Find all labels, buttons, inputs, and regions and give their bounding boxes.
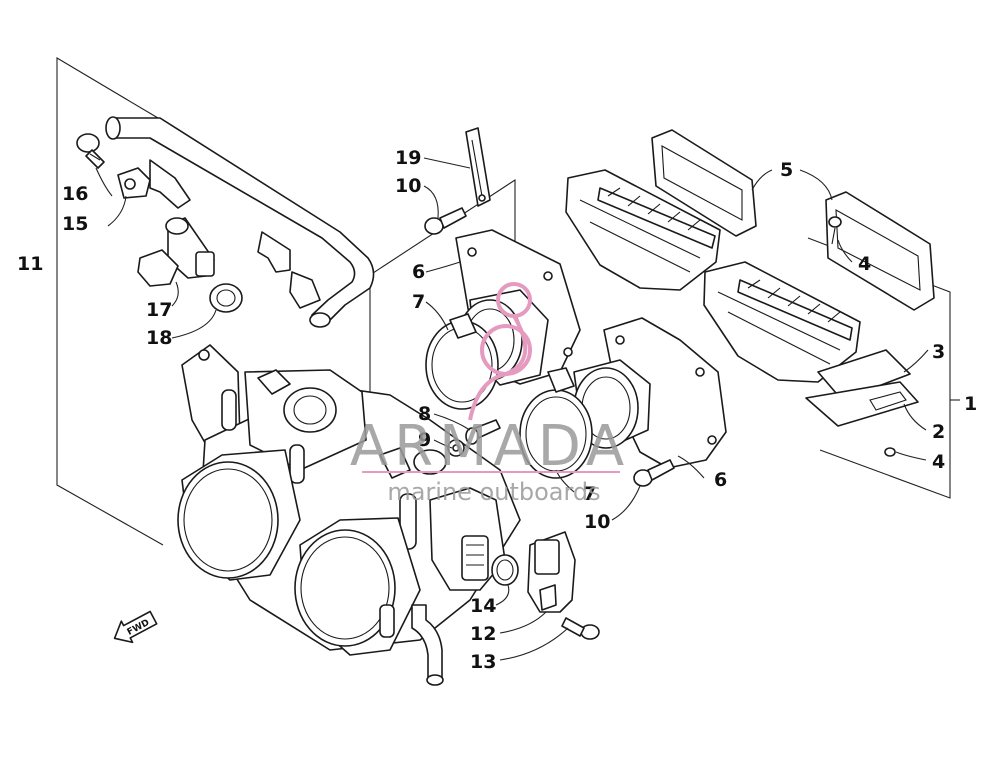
- gasket-5-lower: [825, 191, 935, 311]
- callout-labels: 16 15 11 17 18 19 10 6 7 8 9 7 10 6 5 4 …: [17, 147, 977, 673]
- callout-14: 14: [470, 595, 496, 617]
- callout-4-lower: 4: [932, 451, 945, 473]
- bolt-10-lower: [633, 459, 675, 487]
- callout-6-lower: 6: [714, 469, 727, 491]
- o-ring-14: [491, 554, 519, 586]
- sensor-12: [527, 531, 576, 613]
- boot-6-lower: [573, 317, 727, 469]
- callout-16: 16: [62, 183, 88, 205]
- bolt-13: [561, 617, 600, 640]
- bracket-11: [56, 57, 164, 546]
- callout-7-upper: 7: [412, 291, 425, 313]
- callout-18: 18: [146, 327, 172, 349]
- reed-stop-2: [805, 381, 919, 427]
- watermark-brand: ARMADA: [350, 414, 630, 479]
- throttle-body: [177, 344, 521, 686]
- callout-2: 2: [932, 421, 945, 443]
- callout-12: 12: [470, 623, 496, 645]
- washer-9: [447, 439, 465, 457]
- callout-17: 17: [146, 299, 172, 321]
- callout-7-lower: 7: [583, 483, 596, 505]
- leader-lines: [95, 157, 929, 661]
- callout-19: 19: [395, 147, 421, 169]
- callout-10-top: 10: [395, 175, 421, 197]
- clamp-7-lower: [519, 367, 593, 479]
- callout-8: 8: [418, 403, 431, 425]
- bolt-8: [465, 419, 501, 445]
- gasket-5-upper: [651, 129, 757, 237]
- callout-6-upper: 6: [412, 261, 425, 283]
- callout-3: 3: [932, 341, 945, 363]
- reed-housing-upper: [565, 169, 721, 291]
- clamp-7-upper: [425, 313, 499, 410]
- screw-4-upper: [828, 216, 842, 245]
- reed-housing-lower: [703, 261, 861, 383]
- bolt-16: [76, 133, 105, 169]
- reed-plate-3: [817, 349, 911, 401]
- watermark-stroke: [468, 314, 528, 421]
- callout-15: 15: [62, 213, 88, 235]
- injector-17: [137, 217, 215, 287]
- plate-19: [465, 127, 491, 207]
- fwd-arrow: FWD: [113, 610, 158, 644]
- screw-4-lower: [884, 447, 896, 457]
- callout-5: 5: [780, 159, 793, 181]
- watermark-tagline: marine outboards: [387, 478, 600, 506]
- callout-4-upper: 4: [858, 253, 871, 275]
- callout-9: 9: [418, 429, 431, 451]
- seal-18: [209, 283, 243, 313]
- callout-11: 11: [17, 253, 43, 275]
- callout-10-lower: 10: [584, 511, 610, 533]
- bolt-10-top: [424, 207, 467, 235]
- fuel-rail: [105, 116, 375, 328]
- watermark: ARMADA marine outboards: [350, 282, 630, 506]
- callout-1: 1: [964, 393, 977, 415]
- callout-13: 13: [470, 651, 496, 673]
